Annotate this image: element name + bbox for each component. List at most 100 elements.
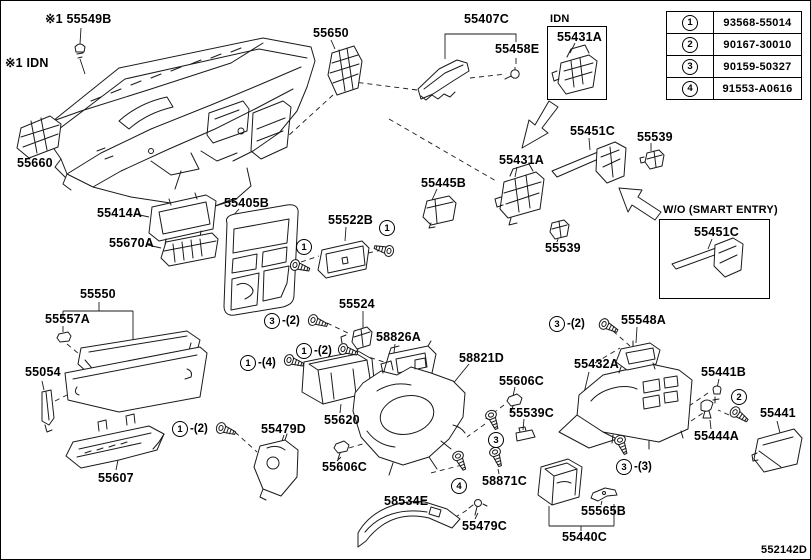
fastener-ref-4: 4 [682,80,698,97]
part-drawing-55405B-cluster-panel [223,204,299,316]
fastener-part-no: 90167-30010 [713,34,801,55]
fastener-circle: 3 [488,432,504,448]
part-drawing-55548A [615,340,661,374]
part-drawing-55414A-bezel [148,192,217,246]
part-label-58826A: 58826A [376,330,421,344]
part-label-55670A: 55670A [109,236,154,250]
part-label-55458E: 55458E [495,42,540,56]
part-label-55479D: 55479D [261,422,306,436]
table-row: 4 91553-A0616 [667,77,801,99]
part-label-55650: 55650 [313,26,349,40]
fastener-qty: -(2) [190,423,208,435]
table-row: 2 90167-30010 [667,33,801,55]
fastener-part-no: 91553-A0616 [713,78,801,99]
part-drawing-55539C-clip [515,426,536,442]
part-label-55548A: 55548A [621,313,666,327]
part-label-55441B: 55441B [701,365,746,379]
part-label-55606C-right: 55606C [499,374,544,388]
part-drawing-55441B-clip [712,385,722,404]
fastener-callout-3x2b: 3 -(2) [549,316,585,332]
ref1-idn-note: ※1 IDN [5,56,49,70]
part-label-55607: 55607 [98,471,134,485]
idn-reference-box [547,26,607,100]
fastener-callout-1x2: 1 -(2) [296,343,332,359]
wo-smart-entry-box [659,219,770,299]
part-drawing-55054 [41,389,55,433]
part-drawing-55565B [590,487,618,502]
part-drawing-55432A-panel [558,363,693,450]
fastener-circle: 4 [451,478,467,494]
part-label-55606C-left: 55606C [322,460,367,474]
part-drawing-55650-register [327,45,363,96]
part-label-55444A: 55444A [694,429,739,443]
part-label-55550: 55550 [80,287,116,301]
part-label-55414A: 55414A [97,206,142,220]
part-drawing-55539-switch-mid [549,219,570,240]
part-label-55549B: ※1 55549B [45,12,112,26]
part-label-55054: 55054 [25,365,61,379]
part-drawing-55479D-cover [253,433,299,501]
part-label-55565B: 55565B [581,504,626,518]
part-drawing-55557A-clip [56,331,72,343]
arrow-up-left [618,187,662,221]
part-drawing-55441-lid [751,428,803,473]
part-drawing-55431A-switch [494,163,545,226]
part-drawing-58821D-lower-panel [352,357,466,476]
part-label-55539-top: 55539 [637,130,673,144]
fastener-circle: 1 [296,239,312,255]
fastener-qty: -(2) [567,318,585,330]
fastener-circle: 3 [549,316,565,332]
diagram-code: 552142D [761,544,808,556]
part-label-55431A: 55431A [499,153,544,167]
part-label-55524: 55524 [339,297,375,311]
part-label-55451C-wo: 55451C [694,225,739,239]
part-label-55522B: 55522B [328,213,373,227]
part-drawing-55431A-idn [551,44,598,95]
fastener-ref-1: 1 [682,14,698,31]
fastener-callout-3a: 3 [488,432,506,448]
part-label-55660: 55660 [17,156,53,170]
fastener-legend-table: 1 93568-55014 2 90167-30010 3 90159-5032… [666,11,802,100]
arrow-down-left [521,100,559,149]
part-drawing-55524-switch [340,326,373,356]
table-row: 1 93568-55014 [667,12,801,33]
fastener-circle: 1 [379,220,395,236]
fastener-callout-3x2: 3 -(2) [264,313,300,329]
part-drawing-55479C-clip [468,499,488,516]
part-label-58871C: 58871C [482,474,527,488]
wo-smart-entry-caption: W/O (SMART ENTRY) [663,204,778,216]
dashed-leaders [54,73,730,523]
fastener-ref-2: 2 [682,36,698,53]
part-drawing-55451C-wo [671,237,744,278]
fastener-circle: 1 [296,343,312,359]
fastener-part-no: 90159-50327 [713,56,801,77]
fastener-callout-1x4: 1 -(4) [240,355,276,371]
part-drawing-55444A-clip [700,399,714,419]
part-drawing-55440C-box [537,458,583,506]
part-drawing-55445B [422,195,457,229]
part-drawing-55451C-panel [551,141,627,184]
part-label-55431A-idn: 55431A [557,30,602,44]
idn-box-title: IDN [550,13,570,25]
part-drawing-55550-glove-box [64,330,208,413]
fastener-circle: 3 [264,313,280,329]
part-drawing-55539-switch-top [639,149,665,170]
fastener-callout-1b: 1 [379,220,397,236]
fastener-callout-3x3: 3 -(3) [616,459,652,475]
part-drawing-55606C-clip-right [506,393,523,413]
part-label-55441: 55441 [760,406,796,420]
part-label-55539-mid: 55539 [545,241,581,255]
part-drawing-55670A-register [160,232,219,267]
part-drawing-55522B [317,240,370,279]
table-row: 3 90159-50327 [667,55,801,77]
fastener-qty: -(3) [634,461,652,473]
part-label-55451C: 55451C [570,124,615,138]
part-label-55405B: 55405B [224,196,269,210]
part-drawing-instrument-panel [49,37,316,207]
fastener-qty: -(4) [258,357,276,369]
part-label-55557A: 55557A [45,312,90,326]
part-label-55539C: 55539C [509,406,554,420]
part-drawing-58534E-cover [357,501,461,548]
part-label-55479C: 55479C [462,519,507,533]
